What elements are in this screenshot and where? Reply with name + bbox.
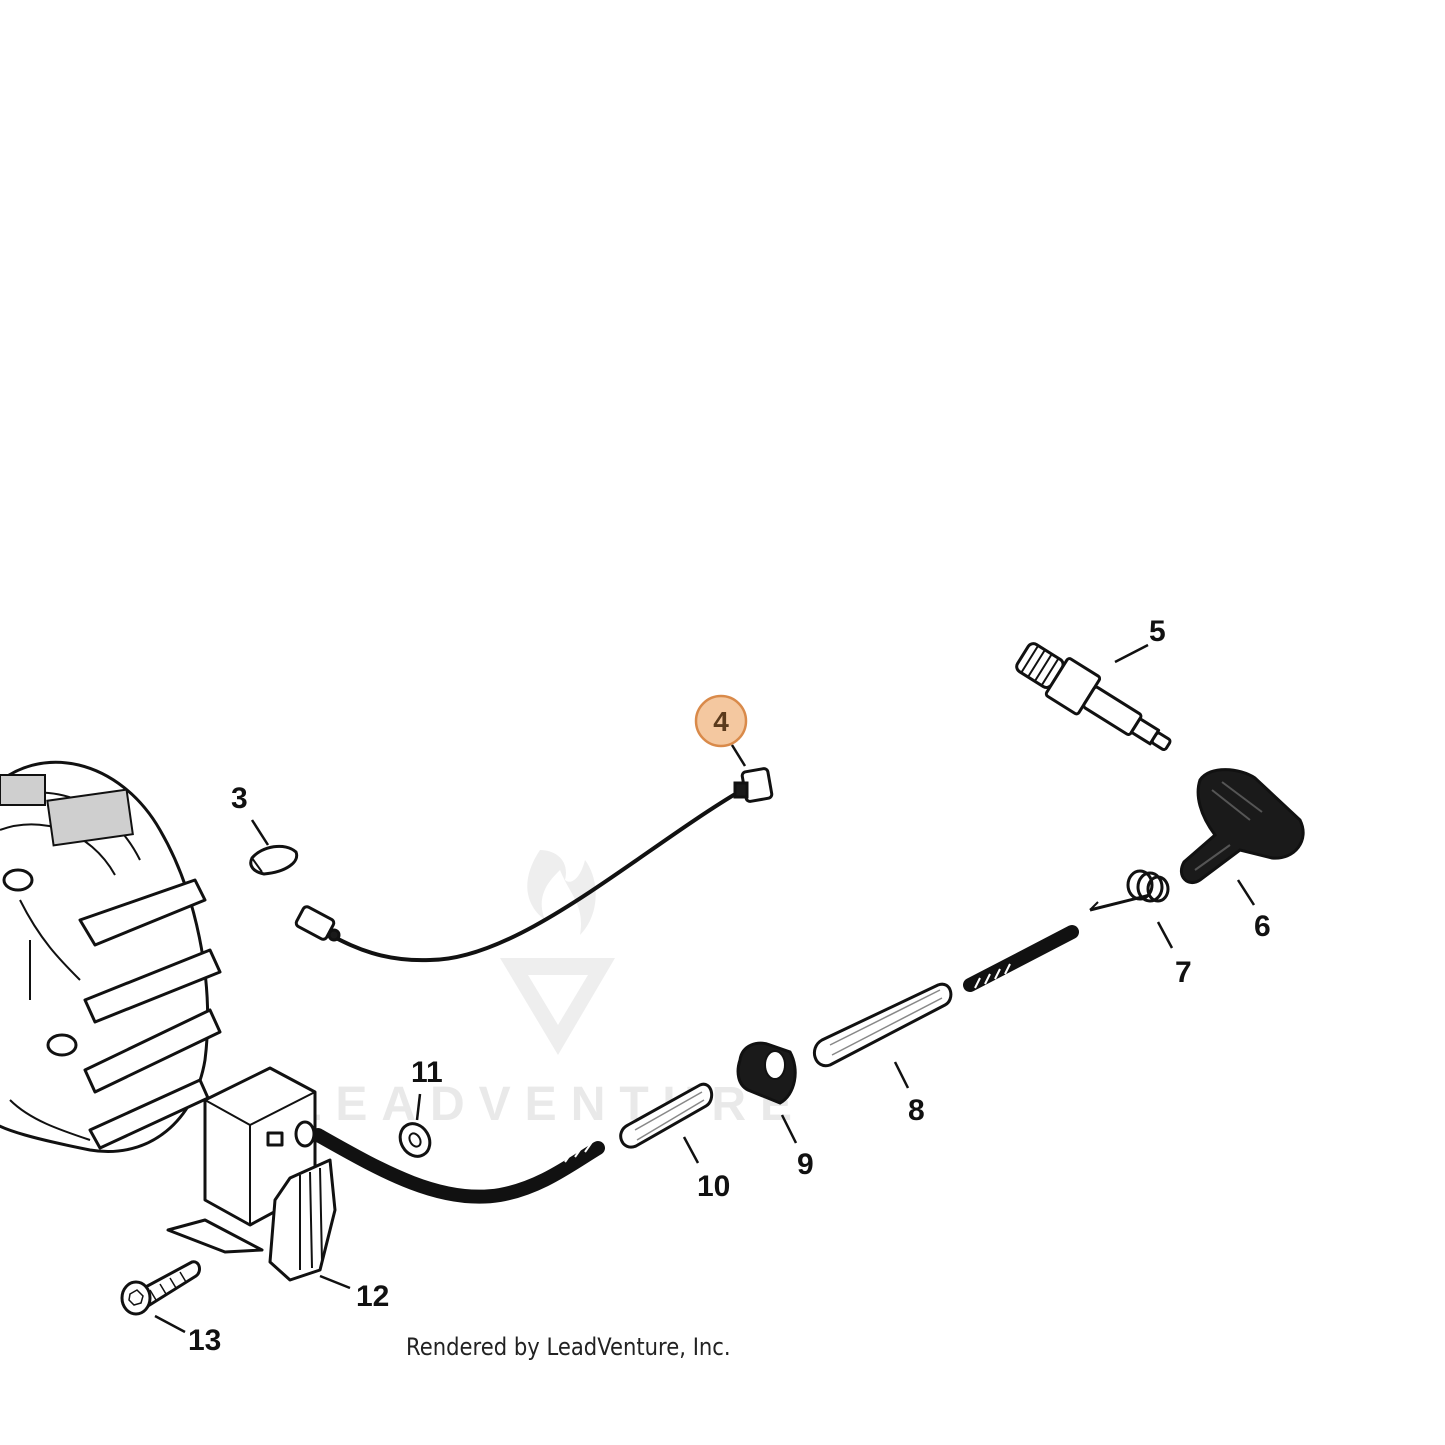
watermark-flame-icon <box>527 850 596 935</box>
flywheel-part[interactable] <box>0 760 222 1153</box>
callout-3[interactable]: 3 <box>231 782 248 815</box>
watermark: LEADVENTURE <box>292 850 806 1131</box>
grommet-part[interactable] <box>736 1041 797 1105</box>
short-circuit-wire-part[interactable] <box>294 767 774 963</box>
hose-sleeve-part[interactable] <box>812 982 953 1068</box>
ignition-lead-upper-part[interactable] <box>963 925 1079 992</box>
leader-lines <box>154 643 1256 1334</box>
callout-6[interactable]: 6 <box>1254 910 1271 943</box>
callout-9[interactable]: 9 <box>797 1148 814 1181</box>
render-credit: Rendered by LeadVenture, Inc. <box>406 1333 731 1361</box>
callout-4-badge <box>694 694 748 748</box>
screw-part[interactable] <box>120 1260 201 1316</box>
callout-7[interactable]: 7 <box>1175 956 1192 989</box>
spring-part[interactable] <box>1089 869 1170 912</box>
ignition-module-part[interactable] <box>166 1066 337 1282</box>
ignition-lead-lower-part[interactable] <box>311 1128 605 1204</box>
callout-8[interactable]: 8 <box>908 1094 925 1127</box>
spark-plug-part[interactable] <box>1011 636 1179 764</box>
callout-4: 4 <box>713 706 729 737</box>
key-part[interactable] <box>249 844 299 876</box>
callout-13[interactable]: 13 <box>188 1324 221 1357</box>
callout-5[interactable]: 5 <box>1149 615 1166 648</box>
washer-part[interactable] <box>394 1118 435 1161</box>
callouts: 3 4 5 6 7 8 9 10 11 12 13 <box>188 615 1271 1357</box>
callout-10[interactable]: 10 <box>697 1170 730 1203</box>
callout-4-highlight[interactable]: 4 <box>694 694 748 748</box>
callout-12[interactable]: 12 <box>356 1280 389 1313</box>
watermark-v-logo-icon <box>500 958 615 1055</box>
spark-plug-boot-part[interactable] <box>1179 768 1305 885</box>
short-hose-part[interactable] <box>619 1082 714 1149</box>
watermark-text: LEADVENTURE <box>292 1078 806 1131</box>
callout-11[interactable]: 11 <box>411 1056 443 1089</box>
